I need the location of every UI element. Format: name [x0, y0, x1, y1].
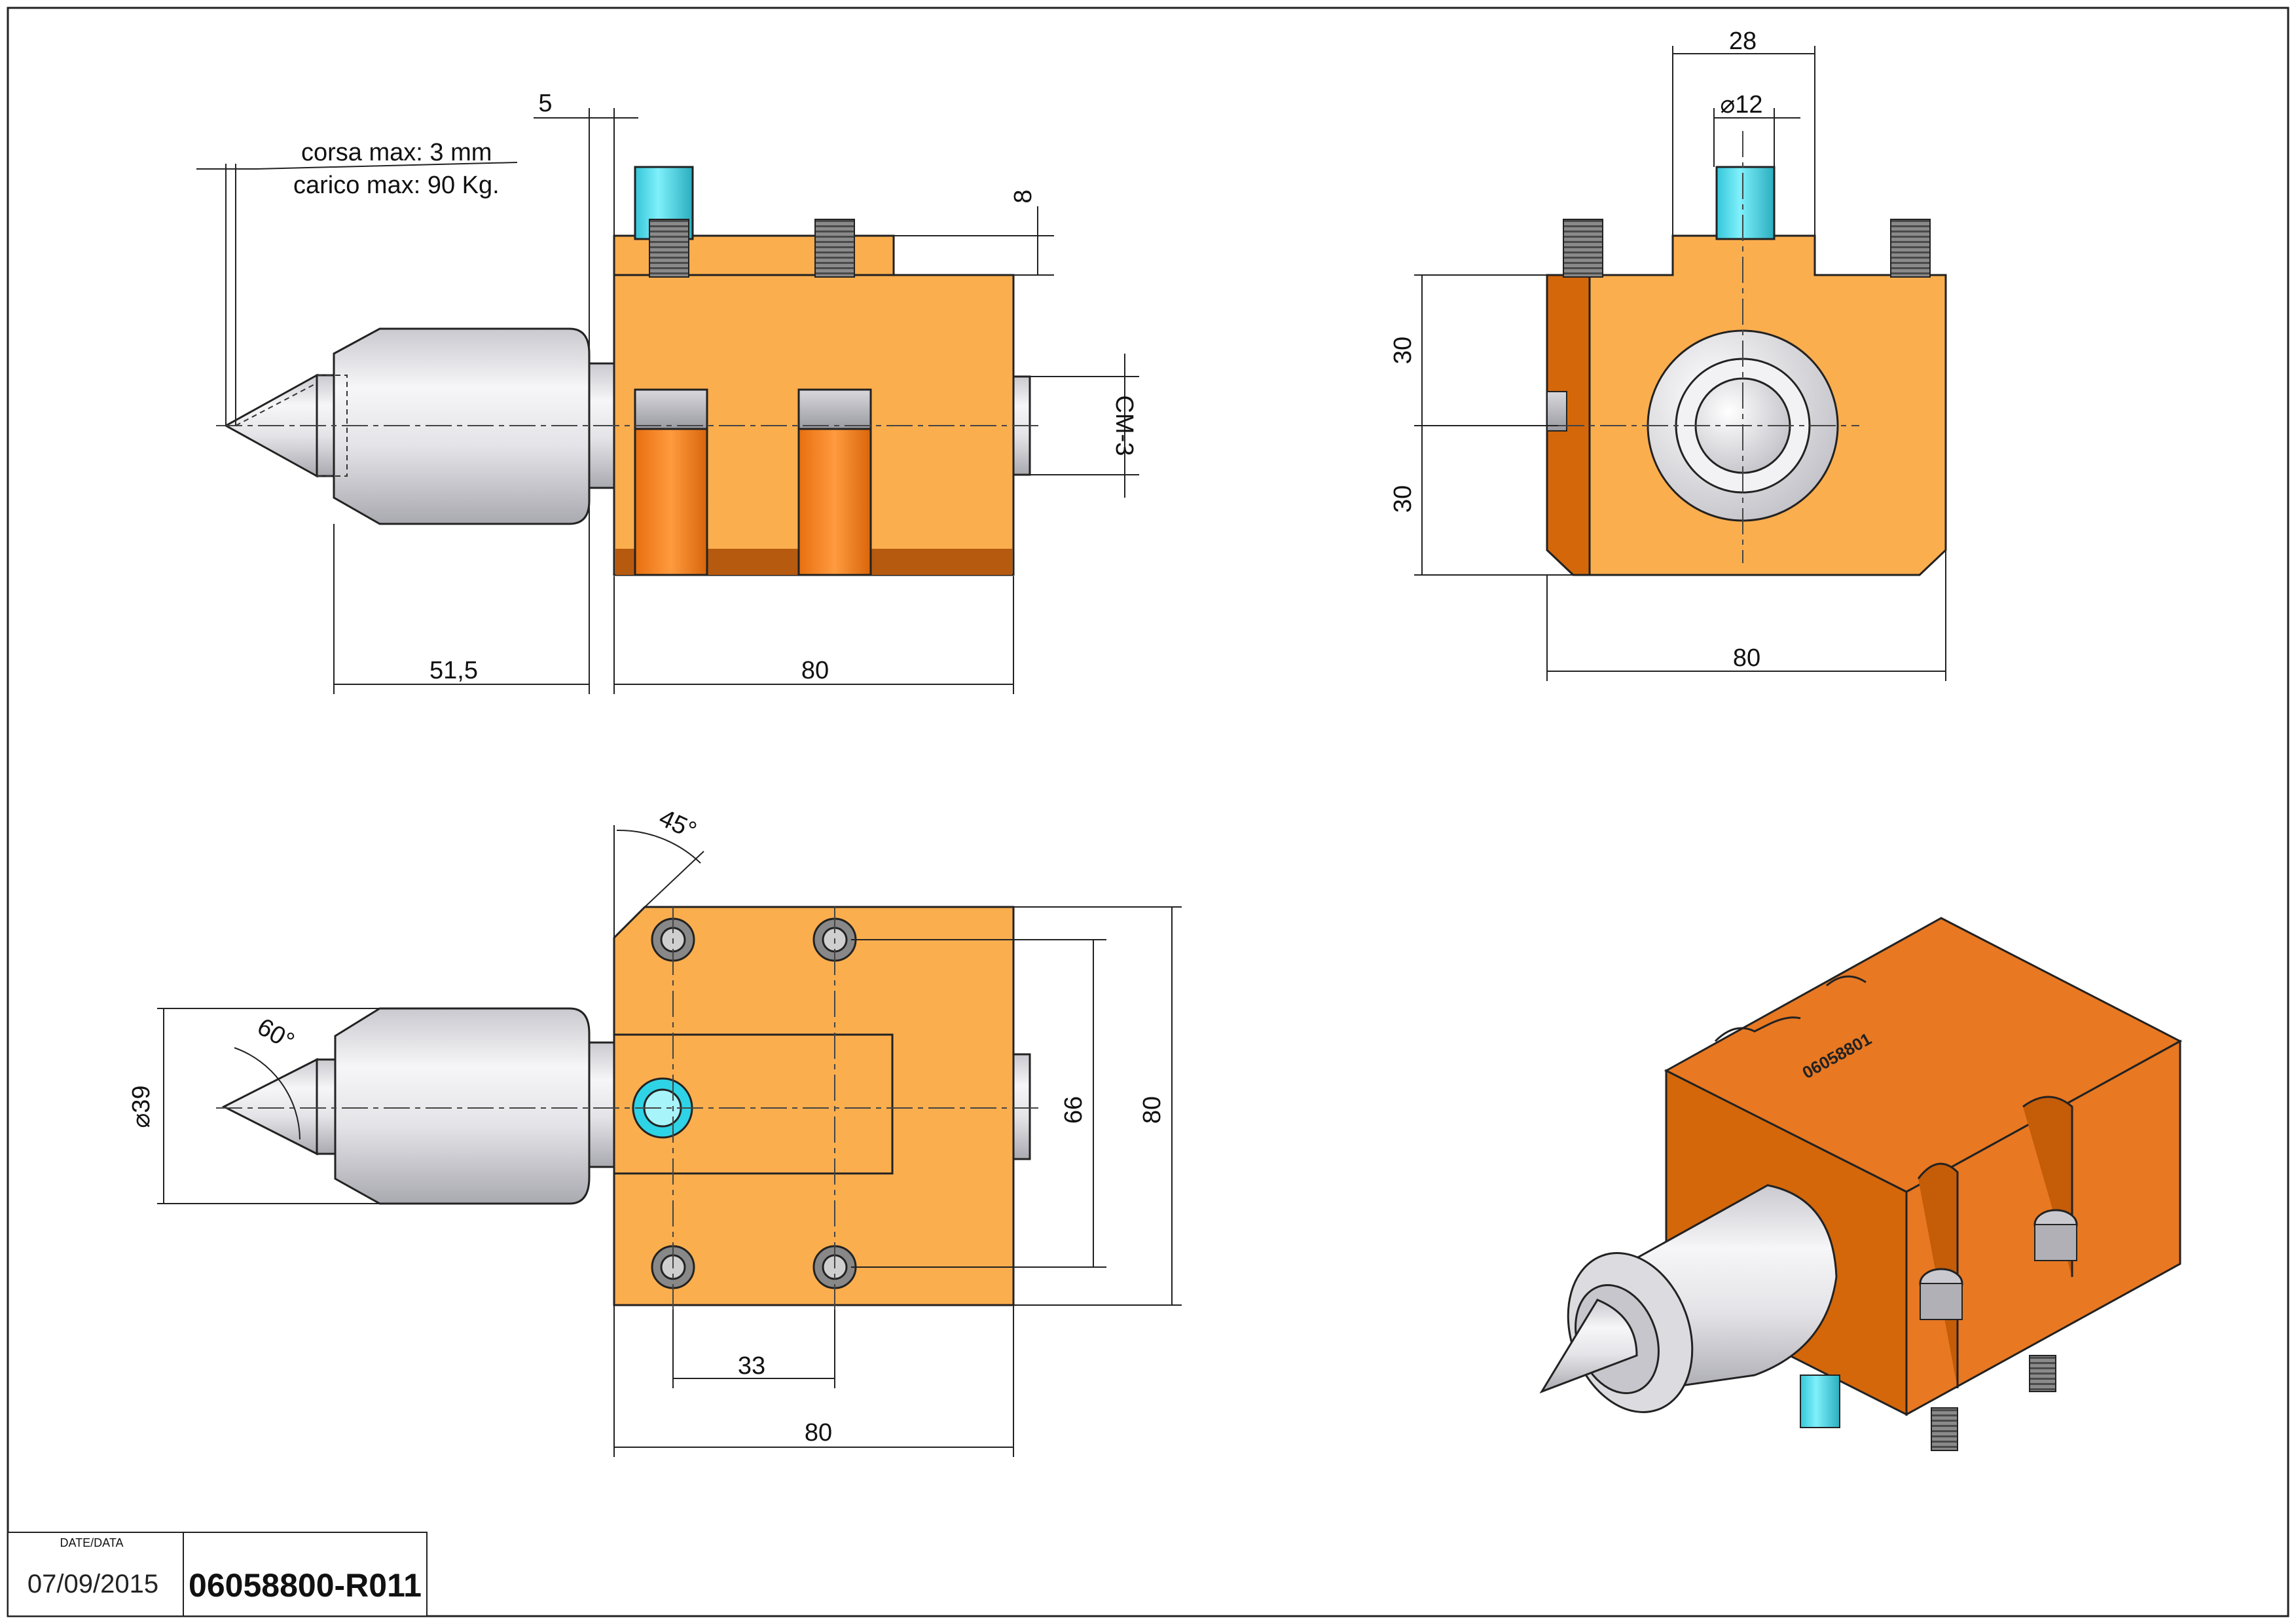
dim-front-center-length: 51,5: [429, 657, 478, 684]
dim-top-diameter: ⌀39: [128, 1085, 155, 1128]
note-stroke: corsa max: 3 mm: [301, 139, 492, 166]
dim-top-hole-spacing-v: 66: [1060, 1096, 1087, 1124]
dim-front-gap: 5: [538, 90, 552, 117]
dim-side-block-width: 80: [1733, 644, 1760, 672]
iso-live-center: [1539, 1184, 1838, 1413]
dim-side-pin-spacing: 28: [1729, 28, 1757, 55]
dim-top-hole-spacing-h: 33: [738, 1352, 765, 1380]
side-view: 28 ⌀12 30 30 80: [1389, 28, 1947, 681]
drawing-date: 07/09/2015: [27, 1570, 158, 1598]
dim-front-block-width: 80: [801, 657, 829, 684]
side-pin: [1715, 166, 1776, 240]
note-load: carico max: 90 Kg.: [293, 172, 500, 199]
date-label: DATE/DATA: [60, 1536, 123, 1549]
dim-side-height-upper: 30: [1389, 337, 1417, 364]
dim-top-block-width: 80: [805, 1419, 832, 1447]
dim-side-pin-diameter: ⌀12: [1720, 91, 1762, 119]
top-live-center: [221, 1007, 617, 1205]
dim-top-block-height: 80: [1139, 1096, 1166, 1124]
dim-front-top-step: 8: [1010, 189, 1037, 203]
top-view: 45° 60° ⌀39 66 80 33 80: [128, 804, 1182, 1457]
isometric-view: 06058801: [1539, 917, 2183, 1451]
front-view: 51,5 80 5 8 CM-3 corsa max: 3 mm carico …: [196, 90, 1139, 694]
socket-screw-icon: [649, 219, 689, 278]
sheet-border: [7, 7, 2289, 1617]
title-block: DATE/DATA 07/09/2015 06058800-R011: [7, 1532, 428, 1617]
dim-side-height-lower: 30: [1389, 485, 1417, 513]
drawing-number: 06058800-R011: [189, 1567, 422, 1604]
dim-front-taper: CM-3: [1110, 396, 1138, 456]
dim-top-point-angle: 60°: [253, 1013, 299, 1056]
